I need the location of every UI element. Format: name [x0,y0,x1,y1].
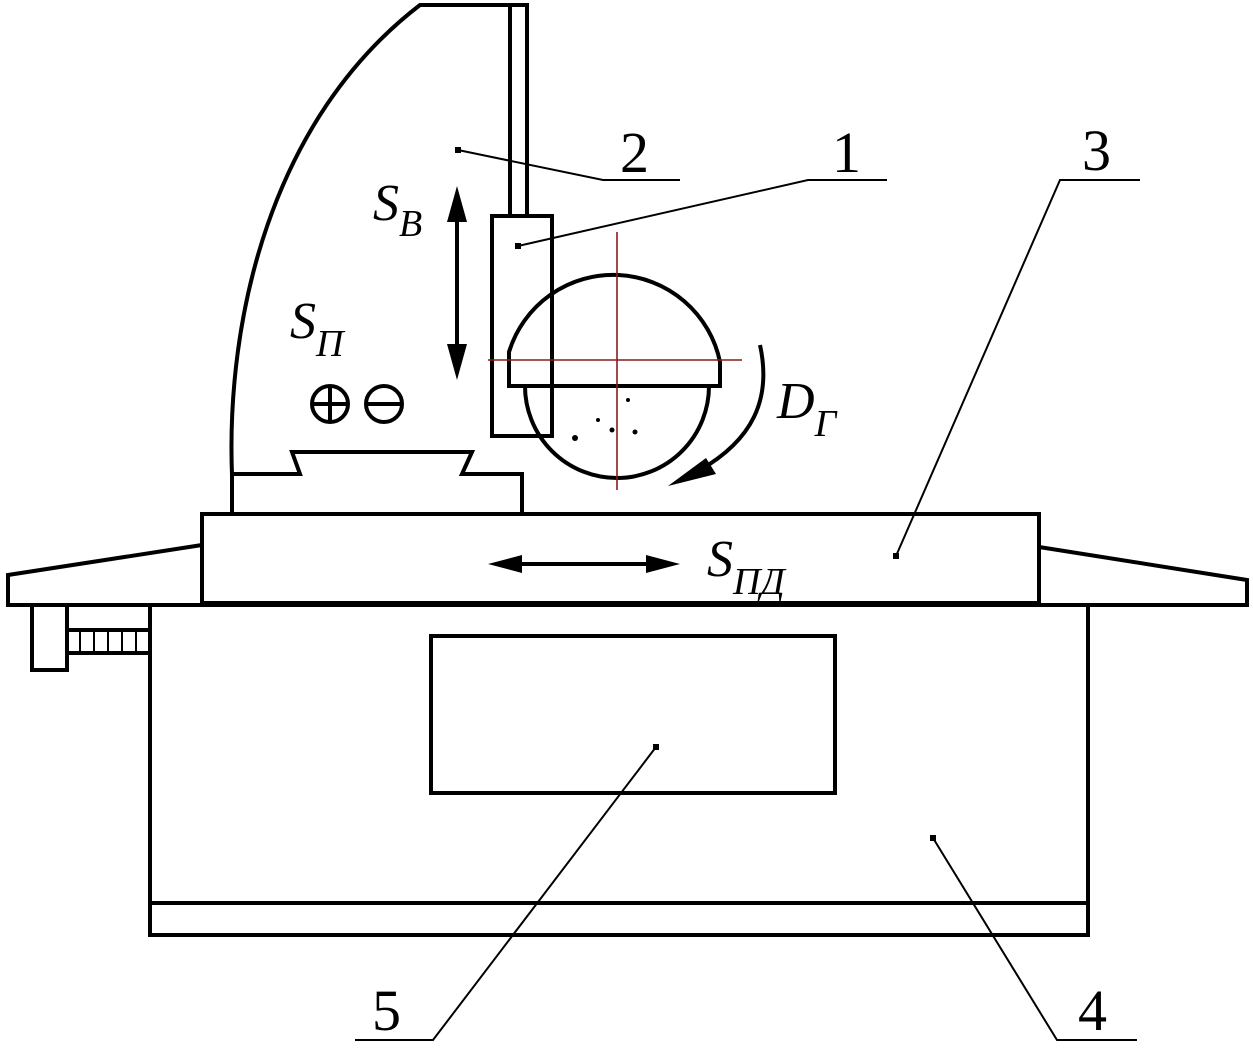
symbol-s-v: SВ [373,175,422,245]
vertical-feed-arrow [447,186,467,380]
bed-window [429,634,837,795]
symbol-s-pd: SПД [707,531,786,603]
machine-bed [148,603,1090,937]
column-outline [229,2,512,512]
column-guide-rail [508,3,529,218]
callout-1: 1 [832,120,861,185]
leader-lines [355,147,1140,1041]
callout-3: 3 [1082,118,1111,183]
handwheel-screw [30,606,152,672]
symbol-s-p: SП [290,293,346,365]
callout-4: 4 [1078,978,1107,1043]
longitudinal-feed-arrow [488,555,680,573]
table-right-wing [1038,545,1249,607]
symbol-d-g: DГ [776,373,838,445]
callout-2: 2 [620,120,649,185]
grinding-wheel [488,232,742,490]
wheel-head [490,214,554,438]
cross-feed-signs [310,384,404,424]
worktable [200,512,1041,605]
table-left-wing [6,543,203,607]
rotation-arrow [668,344,766,486]
callout-5: 5 [372,978,401,1043]
column-dovetail [232,450,524,512]
